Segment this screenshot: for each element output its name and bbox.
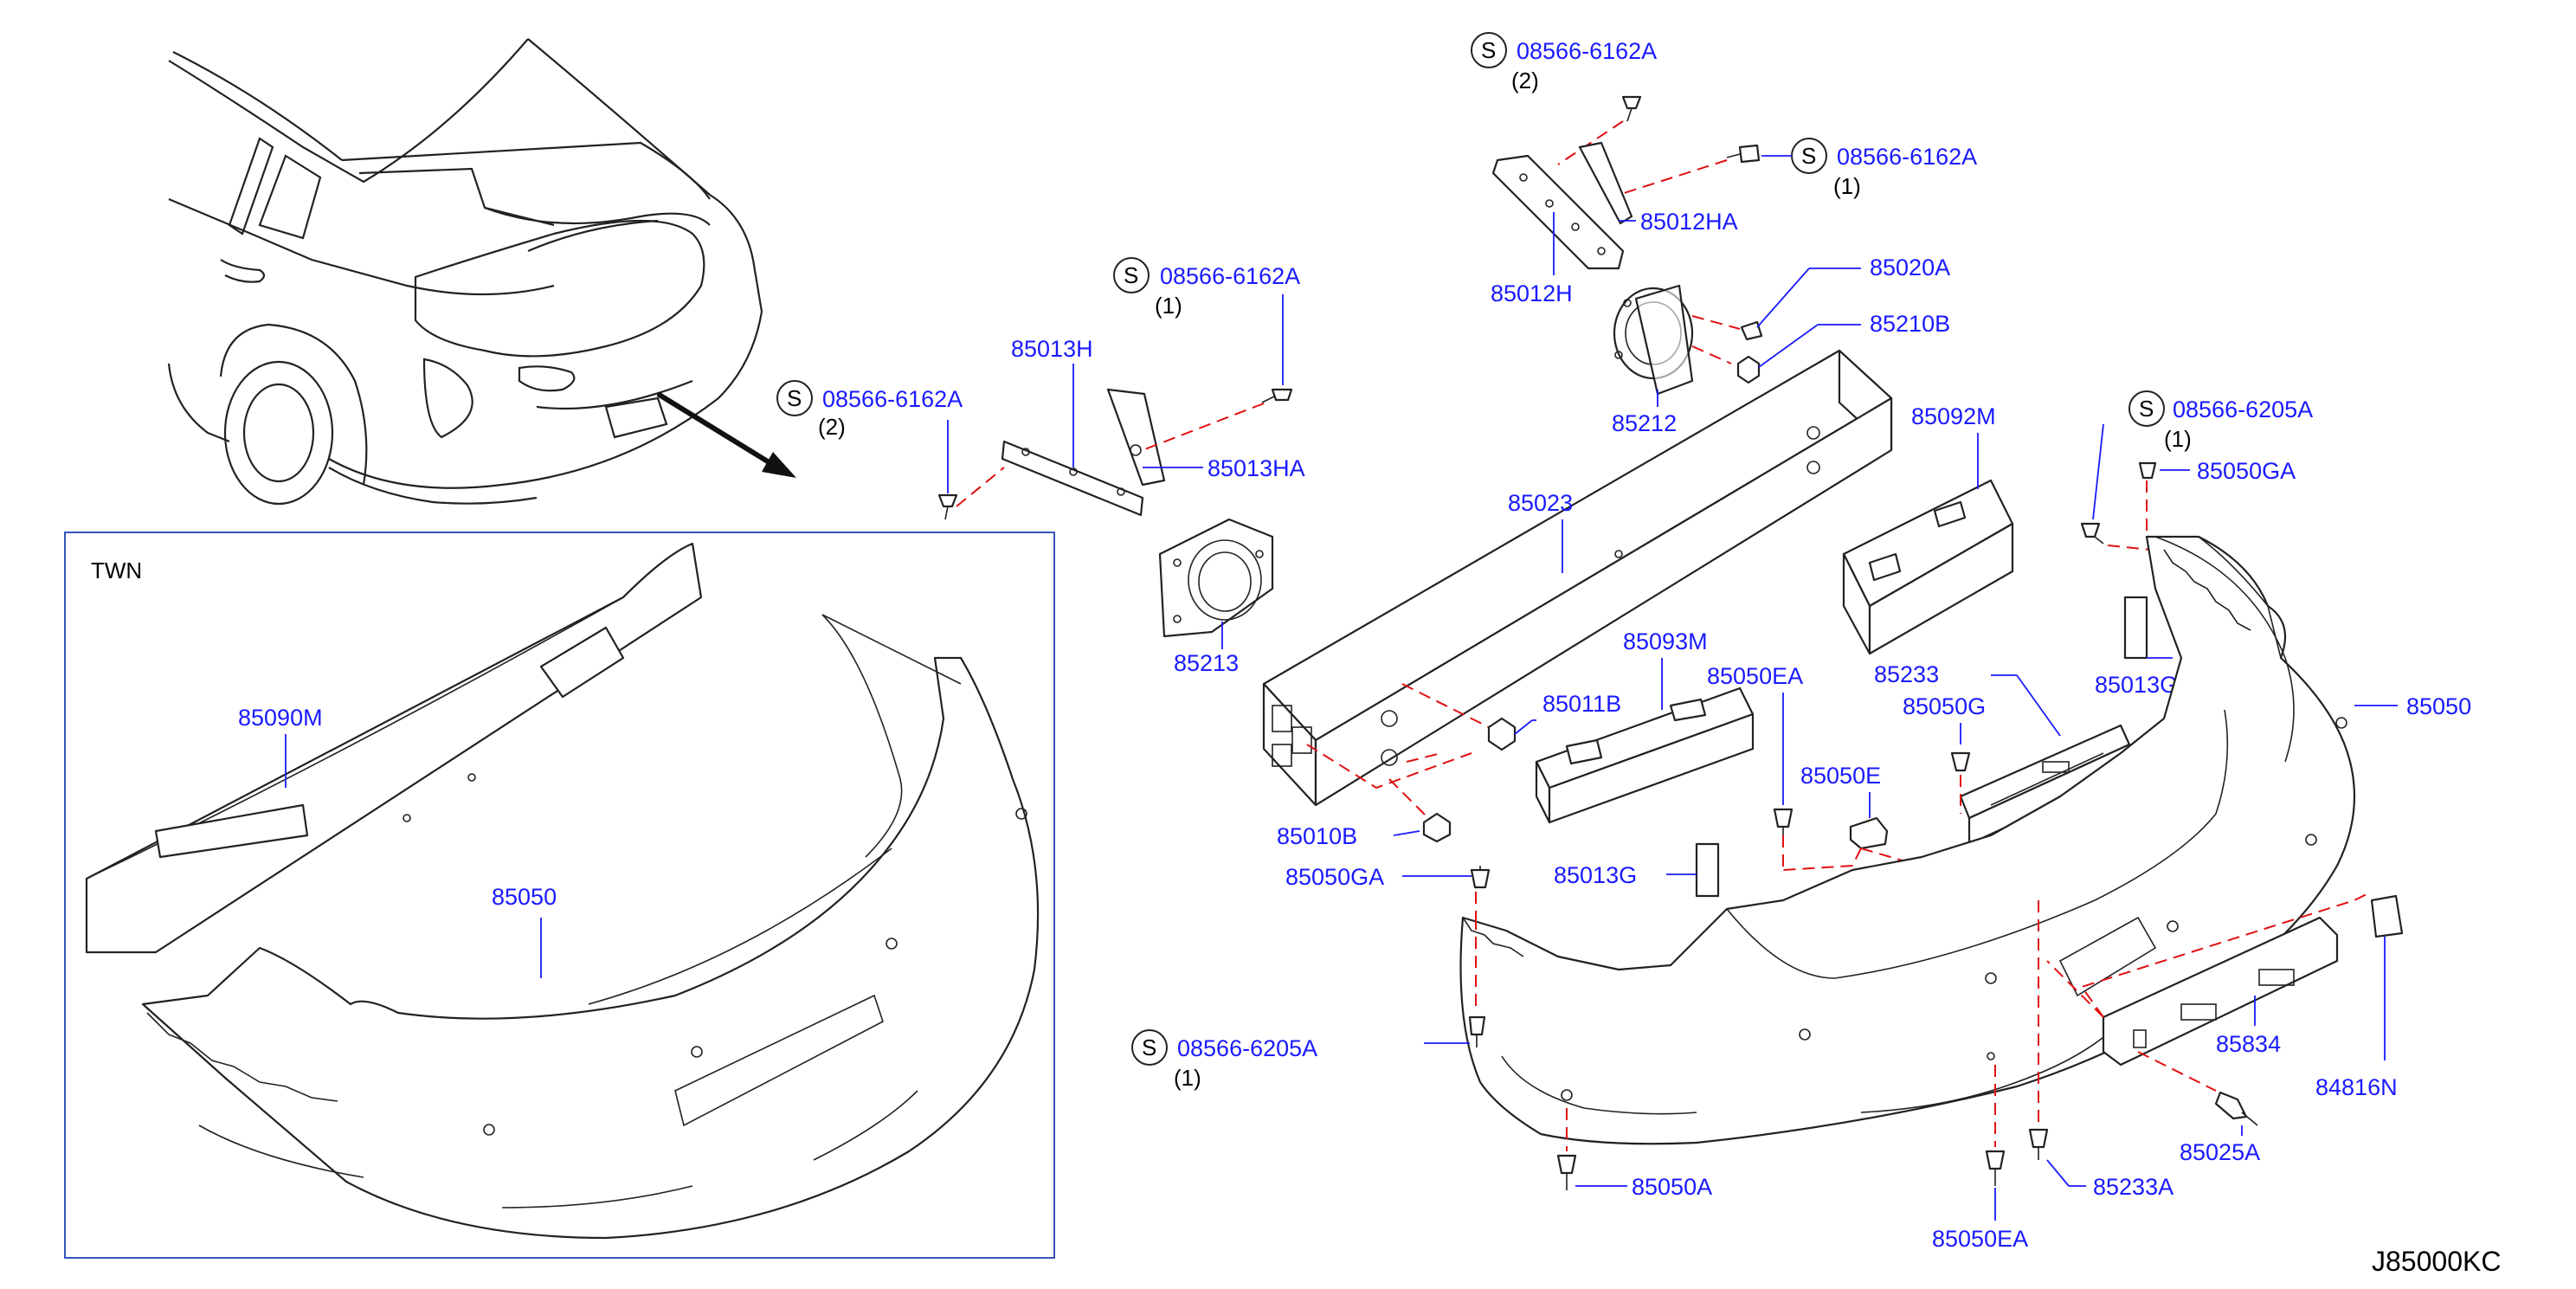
bracket-85012HA <box>1578 141 1633 225</box>
screw-code-s5: 08566-6205A <box>2173 396 2313 422</box>
part-label-85050G: 85050G <box>1903 693 1986 719</box>
part-label-85212: 85212 <box>1612 410 1677 436</box>
screw-callout-s1: S 08566-6162A (2) <box>776 380 963 520</box>
screw-callout-s6: S 08566-6205A (1) <box>1131 1029 1317 1091</box>
screw-qty-s5: (1) <box>2164 426 2192 452</box>
screw-code-s2: 08566-6162A <box>1160 263 1300 289</box>
absorber-85092M: 85092M <box>1842 403 2014 655</box>
part-label-85013H: 85013H <box>1011 336 1093 362</box>
screw-symbol: S <box>787 385 802 411</box>
part-label-85011B: 85011B <box>1542 691 1621 717</box>
spacer-85013G-right <box>2123 596 2148 660</box>
part-label-85092M: 85092M <box>1911 403 1996 429</box>
bracket-85213: 85213 <box>1158 518 1274 676</box>
part-label-85050-main: 85050 <box>2406 693 2471 719</box>
bumper-fascia-twn <box>141 656 1040 1240</box>
screw-qty-s3: (2) <box>1511 68 1539 93</box>
bracket-85013HA <box>1106 388 1166 487</box>
screw-code-s6: 08566-6205A <box>1177 1035 1317 1061</box>
part-label-85233A: 85233A <box>2093 1174 2174 1200</box>
part-label-85013HA: 85013HA <box>1208 455 1305 481</box>
part-label-85050E: 85050E <box>1800 763 1881 789</box>
twn-inset: TWN 85090M 85050 <box>64 532 1055 1259</box>
bracket-85013H: 85013H 85013HA S 08566-6162A (1) <box>956 257 1305 517</box>
part-label-84816N: 84816N <box>2315 1074 2398 1100</box>
clip-85050EA-top: 85050EA 85050E <box>1707 663 2039 901</box>
lower-fasteners: 85050A 85050EA 85233A <box>1556 900 2174 1252</box>
part-label-85025A: 85025A <box>2180 1139 2260 1165</box>
part-label-85093M: 85093M <box>1623 628 1708 654</box>
energy-absorber-twn <box>85 542 703 954</box>
cover-84816N <box>2370 894 2404 938</box>
part-label-85013G-left: 85013G <box>1554 862 1637 888</box>
part-label-85010B: 85010B <box>1277 823 1357 849</box>
part-label-85013G-right: 85013G <box>2095 672 2178 698</box>
screw-callout-s5: S 08566-6205A (1) 85050GA <box>2080 390 2313 551</box>
screw-symbol: S <box>1142 1034 1156 1060</box>
bracket-85834: 85834 85025A 84816N <box>2046 891 2404 1165</box>
part-label-85050GA-left: 85050GA <box>1285 864 1384 890</box>
bracket-85212: 85212 85020A 85210B <box>1612 255 1950 436</box>
screw-qty-s2: (1) <box>1155 293 1182 319</box>
screw-code-s4: 08566-6162A <box>1837 144 1977 170</box>
screw-code-s1: 08566-6162A <box>822 386 963 412</box>
part-label-85050EA-bottom: 85050EA <box>1932 1226 2028 1252</box>
clip-85050GA-left: 85050GA 85013G <box>1285 842 1720 918</box>
inset-label: TWN <box>91 557 142 583</box>
bracket-85233: 85233 85050G 85013G <box>1874 596 2178 846</box>
screw-qty-s1: (2) <box>818 414 846 440</box>
diagram-code: J85000KC <box>2372 1246 2501 1277</box>
part-label-85012HA: 85012HA <box>1640 209 1738 235</box>
inset-frame <box>64 532 1055 1259</box>
part-label-85050-twn: 85050 <box>492 884 557 910</box>
part-label-85012H: 85012H <box>1491 280 1573 306</box>
part-label-85210B: 85210B <box>1870 311 1950 337</box>
screw-code-s3: 08566-6162A <box>1517 38 1657 64</box>
part-label-85020A: 85020A <box>1870 255 1950 280</box>
vehicle-rear-sketch <box>167 38 796 506</box>
screw-qty-s6: (1) <box>1174 1065 1201 1091</box>
part-label-85050GA-top: 85050GA <box>2197 458 2296 484</box>
part-label-85050A: 85050A <box>1632 1174 1712 1200</box>
part-label-85090M: 85090M <box>238 705 323 731</box>
spacer-85013G-left <box>1695 842 1720 898</box>
screw-symbol: S <box>1481 37 1496 63</box>
part-label-85834: 85834 <box>2216 1031 2281 1057</box>
bracket-85012H: S 08566-6162A (2) 85012H 85012HA S 08566… <box>1471 32 1977 306</box>
screw-symbol: S <box>1801 143 1816 169</box>
part-label-85233: 85233 <box>1874 661 1939 687</box>
absorber-85093M: 85093M <box>1535 628 1755 824</box>
screw-symbol: S <box>1124 262 1138 288</box>
screw-qty-s4: (1) <box>1833 173 1861 199</box>
part-label-85023: 85023 <box>1508 490 1573 516</box>
part-label-85050EA-top: 85050EA <box>1707 663 1803 689</box>
part-label-85213: 85213 <box>1174 650 1239 676</box>
reinforcement-85023: 85023 85011B 85010B <box>1262 349 1893 849</box>
screw-symbol: S <box>2139 396 2154 422</box>
